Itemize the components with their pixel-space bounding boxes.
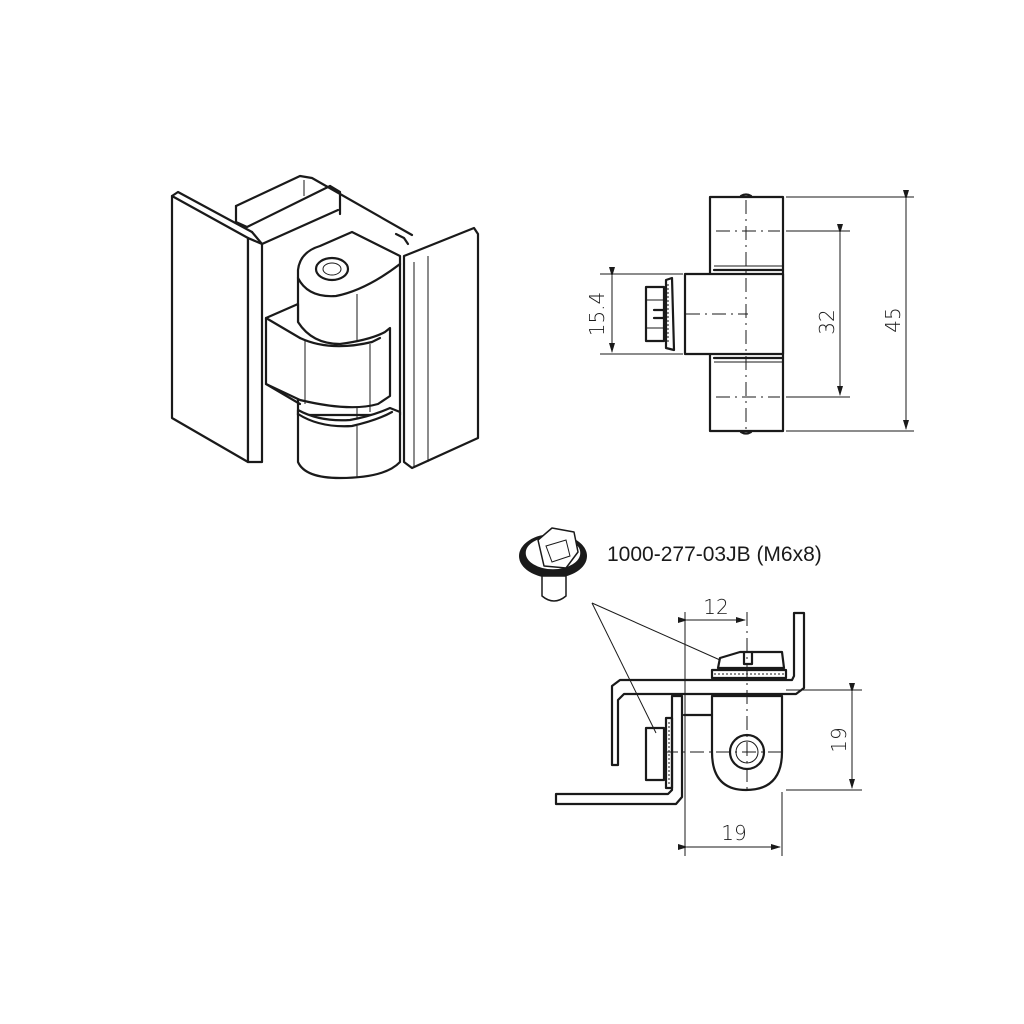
top-view: 12 19 19 (554, 595, 862, 856)
screw-part-number: 1000-277-03JB (M6x8) (607, 543, 822, 566)
screw-side-bracket-icon (644, 716, 674, 790)
screw-icon (519, 527, 587, 602)
dim-knuckle-width: 19 (721, 821, 746, 845)
dim-pin-spacing: 32 (815, 309, 839, 334)
dim-screw-offset: 12 (703, 595, 728, 619)
dim-pin-block-height: 15.4 (585, 292, 609, 337)
screw-side-icon (644, 276, 676, 352)
screw-callout: 1000-277-03JB (M6x8) (519, 527, 822, 734)
dim-overall-height: 45 (881, 307, 905, 332)
screw-top-icon (710, 650, 788, 680)
dim-knuckle-depth: 19 (827, 727, 851, 752)
side-view: 15.4 32 45 (585, 190, 914, 435)
isometric-hinge-view (170, 174, 480, 480)
